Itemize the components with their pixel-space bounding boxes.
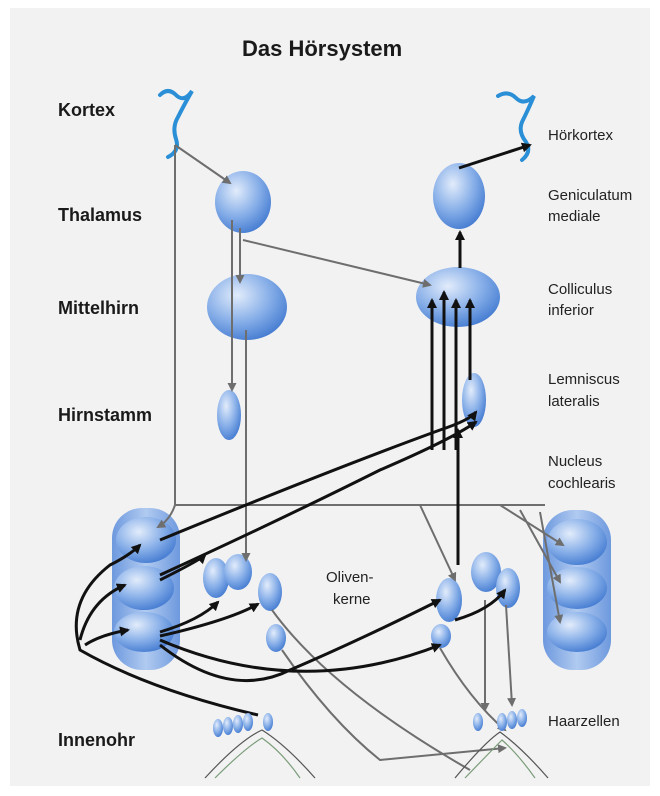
left-olive-2 [224,554,252,590]
left-thalamus-nucleus [215,171,271,233]
left-cochlear-lobe-2 [114,566,174,610]
level-label-mittelhirn: Mittelhirn [58,298,139,318]
right-olive-2 [471,552,501,592]
left-cochlear-lobe-3 [114,612,174,652]
right-cochlear-lobe-3 [547,612,607,652]
level-label-thalamus: Thalamus [58,205,143,225]
left-olive-3 [258,573,282,611]
label-colliculus-line2: inferior [548,302,594,319]
left-olive-1 [203,558,229,598]
right-cochlear-lobe-1 [547,519,607,565]
label-colliculus-line1: Colliculus [548,281,613,298]
label-nucleus-line2: cochlearis [548,475,616,492]
background [10,8,650,786]
label-hoerkortex: Hörkortex [548,127,614,144]
left-olive-4 [266,624,286,652]
level-label-hirnstamm: Hirnstamm [58,405,153,425]
right-olive-4 [431,624,451,648]
label-lemniscus-line1: Lemniscus [548,371,620,388]
label-nucleus-line1: Nucleus [548,453,603,470]
left-hair-cells [204,713,316,779]
label-lemniscus-line2: lateralis [548,393,600,410]
right-hair-cells [454,709,549,779]
label-haarzellen: Haarzellen [548,713,620,730]
left-cortex-line [158,89,194,159]
label-oliven-line2: kerne [333,591,371,608]
diagram-title: Das Hörsystem [242,36,403,61]
label-oliven-line1: Oliven- [326,569,374,586]
level-label-kortex: Kortex [58,100,116,120]
level-label-innenohr: Innenohr [58,730,135,750]
ascending-pathways [74,142,532,717]
right-olive-1 [436,578,462,622]
label-geniculatum-line1: Geniculatum [548,187,633,204]
descending-pathways [156,144,565,771]
label-geniculatum-line2: mediale [548,208,601,225]
colliculus-nucleus [416,267,500,327]
geniculatum-nucleus [433,163,485,229]
right-cochlear-lobe-2 [547,567,607,609]
left-midbrain-nucleus [207,274,287,340]
left-brainstem-nucleus [217,390,241,440]
right-olive-3 [496,568,520,608]
